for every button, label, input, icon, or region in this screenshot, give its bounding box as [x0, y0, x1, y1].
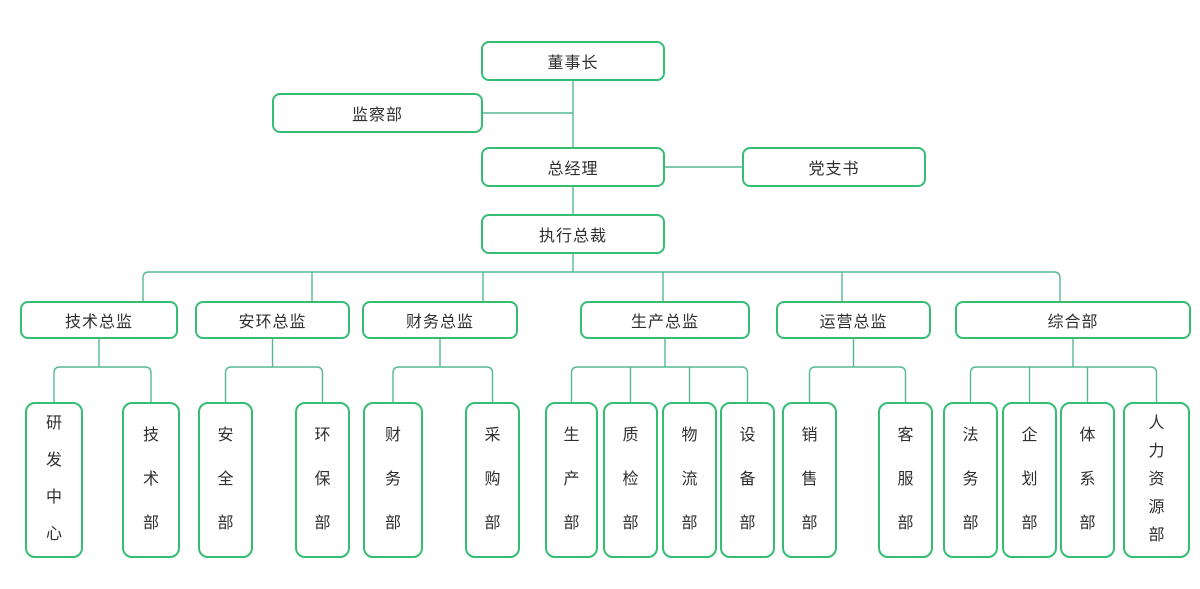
- node-system-dept: 体系部: [1060, 402, 1115, 558]
- node-supervision-dept-label: 监察部: [351, 107, 403, 124]
- node-quality-dept-label: 质检部: [622, 427, 639, 532]
- node-executive-president: 执行总裁: [481, 214, 665, 254]
- connector-operations-group-bus: [808, 366, 907, 402]
- node-executive-president-label: 执行总裁: [538, 228, 607, 245]
- node-system-dept-label: 体系部: [1079, 427, 1096, 532]
- node-env-protection-dept-label: 环保部: [314, 427, 331, 532]
- node-operations-director: 运营总监: [776, 301, 931, 339]
- node-sales-dept: 销售部: [782, 402, 837, 558]
- node-finance-director-label: 财务总监: [405, 314, 474, 331]
- connector-tech-group-bus: [53, 366, 152, 402]
- node-tech-dept-label: 技术部: [143, 427, 160, 532]
- node-planning-dept-label: 企划部: [1021, 427, 1038, 532]
- node-planning-dept: 企划部: [1002, 402, 1057, 558]
- node-legal-dept-label: 法务部: [962, 427, 979, 532]
- node-procurement-dept: 采购部: [465, 402, 520, 558]
- node-chairman-label: 董事长: [547, 55, 599, 72]
- node-finance-dept: 财务部: [363, 402, 423, 558]
- node-production-director-label: 生产总监: [630, 314, 699, 331]
- node-tech-director: 技术总监: [20, 301, 178, 339]
- connector-finance-group-bus: [392, 366, 494, 402]
- node-general-manager: 总经理: [481, 147, 665, 187]
- node-procurement-dept-label: 采购部: [484, 427, 501, 532]
- node-rd-center-label: 研发中心: [46, 415, 63, 543]
- node-legal-dept: 法务部: [943, 402, 998, 558]
- node-tech-dept: 技术部: [122, 402, 180, 558]
- node-equipment-dept-label: 设备部: [739, 427, 756, 532]
- node-production-director: 生产总监: [580, 301, 750, 339]
- node-rd-center: 研发中心: [25, 402, 83, 558]
- node-hr-dept: 人力资源部: [1123, 402, 1190, 558]
- connector-safety-env-group-bus: [224, 366, 324, 402]
- node-safety-dept-label: 安全部: [217, 427, 234, 532]
- node-finance-director: 财务总监: [362, 301, 518, 339]
- node-general-affairs-dept: 综合部: [955, 301, 1191, 339]
- node-general-manager-label: 总经理: [547, 161, 599, 178]
- node-env-protection-dept: 环保部: [295, 402, 350, 558]
- node-hr-dept-label: 人力资源部: [1148, 415, 1165, 544]
- node-safety-env-director: 安环总监: [195, 301, 350, 339]
- connector-general-affairs-group-bus: [969, 366, 1158, 402]
- node-operations-director-label: 运营总监: [819, 314, 888, 331]
- node-party-secretary: 党支书: [742, 147, 926, 187]
- node-tech-director-label: 技术总监: [64, 314, 133, 331]
- node-production-dept-label: 生产部: [563, 427, 580, 532]
- node-equipment-dept: 设备部: [720, 402, 775, 558]
- node-logistics-dept: 物流部: [662, 402, 717, 558]
- node-safety-env-director-label: 安环总监: [238, 314, 307, 331]
- node-customer-service-dept-label: 客服部: [897, 427, 914, 532]
- connector-production-group-bus: [570, 366, 749, 402]
- node-logistics-dept-label: 物流部: [681, 427, 698, 532]
- node-supervision-dept: 监察部: [272, 93, 483, 133]
- node-customer-service-dept: 客服部: [878, 402, 933, 558]
- node-general-affairs-dept-label: 综合部: [1047, 314, 1099, 331]
- node-party-secretary-label: 党支书: [808, 161, 860, 178]
- node-chairman: 董事长: [481, 41, 665, 81]
- connector-main-bus: [142, 271, 1061, 301]
- node-finance-dept-label: 财务部: [385, 427, 402, 532]
- node-quality-dept: 质检部: [603, 402, 658, 558]
- node-sales-dept-label: 销售部: [801, 427, 818, 532]
- node-production-dept: 生产部: [545, 402, 598, 558]
- node-safety-dept: 安全部: [198, 402, 253, 558]
